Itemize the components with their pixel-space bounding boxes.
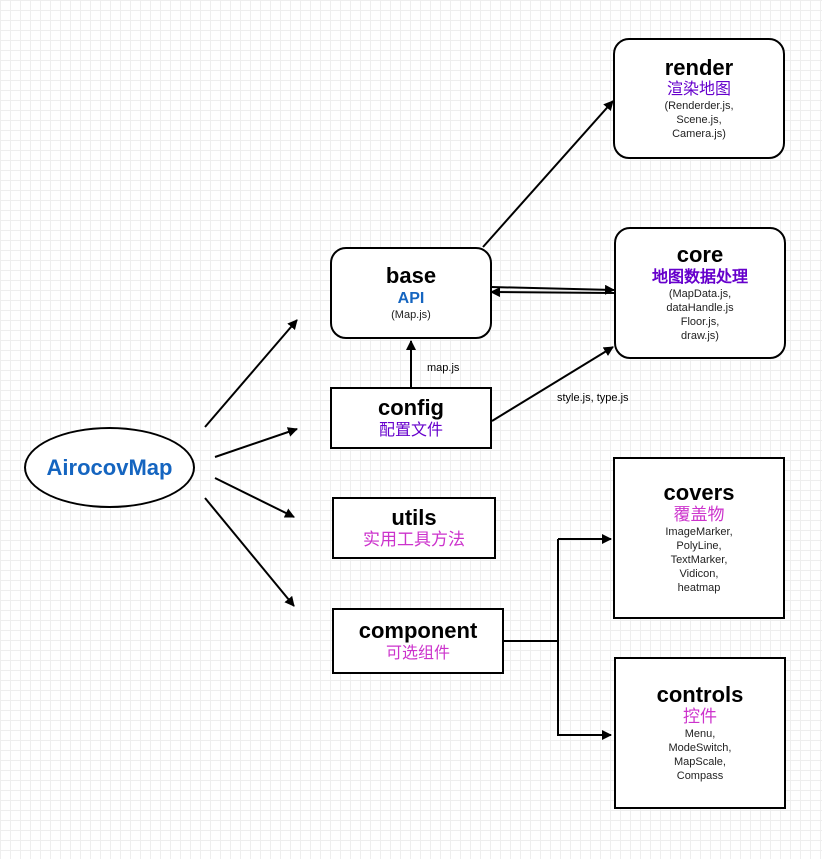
node-files: (Map.js) — [391, 308, 431, 321]
connector-component-trunk — [503, 539, 559, 642]
node-config[interactable]: config 配置文件 — [330, 387, 492, 449]
node-covers[interactable]: covers 覆盖物 ImageMarker, PolyLine, TextMa… — [613, 457, 785, 619]
arrow-root-to-component — [204, 497, 295, 607]
arrow-root-to-config — [214, 427, 298, 458]
arrow-root-to-base — [204, 319, 298, 428]
node-title: covers — [663, 479, 735, 505]
edge-label-style-type-js: style.js, type.js — [557, 392, 629, 404]
node-render[interactable]: render 渲染地图 (Renderder.js, Scene.js, Cam… — [613, 38, 785, 159]
node-subtitle: 渲染地图 — [666, 81, 731, 98]
arrow-config-to-core — [491, 346, 614, 422]
node-subtitle: 可选组件 — [385, 644, 450, 662]
node-subtitle: 控件 — [683, 706, 717, 726]
node-subtitle: 配置文件 — [378, 421, 443, 439]
node-files: (Renderder.js, Scene.js, Camera.js) — [664, 100, 734, 141]
edge-label-map-js: map.js — [427, 362, 460, 374]
node-controls[interactable]: controls 控件 Menu, ModeSwitch, MapScale, … — [614, 657, 786, 809]
node-files: Menu, ModeSwitch, MapScale, Compass — [668, 728, 732, 783]
root-label: AirocovMap — [46, 454, 173, 480]
arrow-base-to-core — [490, 284, 615, 295]
node-title: component — [358, 618, 478, 644]
node-utils[interactable]: utils 实用工具方法 — [332, 497, 496, 559]
node-files: ImageMarker, PolyLine, TextMarker, Vidic… — [665, 526, 733, 595]
node-title: controls — [656, 681, 744, 707]
arrow-core-to-base — [490, 287, 615, 298]
node-title: base — [385, 263, 437, 289]
node-title: config — [378, 395, 444, 421]
node-subtitle: 地图数据处理 — [651, 268, 748, 286]
node-base[interactable]: base API (Map.js) — [330, 247, 492, 339]
node-subtitle: 实用工具方法 — [363, 529, 465, 549]
root-node-airocovmap[interactable]: AirocovMap — [24, 427, 195, 508]
node-subtitle: API — [397, 289, 425, 307]
node-files: (MapData.js, dataHandle.js Floor.js, dra… — [666, 287, 734, 342]
node-component[interactable]: component 可选组件 — [332, 608, 504, 674]
node-title: render — [664, 54, 734, 80]
arrow-component-to-controls — [557, 641, 612, 740]
node-core[interactable]: core 地图数据处理 (MapData.js, dataHandle.js F… — [614, 227, 786, 359]
node-title: utils — [391, 504, 437, 530]
arrow-base-to-render — [482, 100, 614, 248]
arrow-root-to-utils — [214, 477, 295, 518]
node-subtitle: 覆盖物 — [673, 504, 725, 524]
node-title: core — [676, 242, 724, 268]
